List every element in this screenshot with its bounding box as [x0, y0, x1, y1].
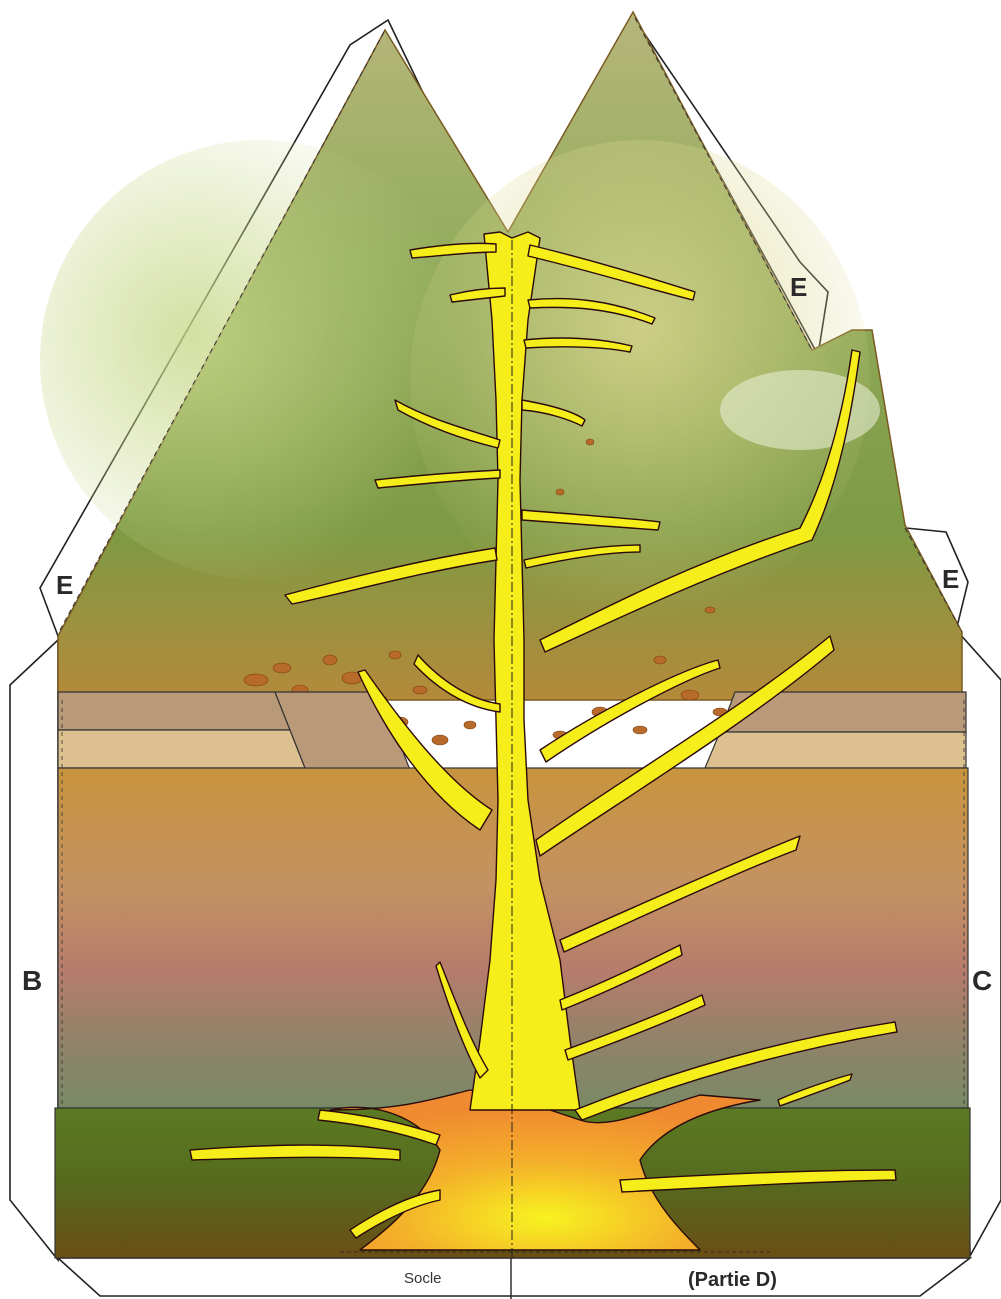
label-base-right: (Partie D): [688, 1269, 777, 1291]
label-base-left: Socle: [404, 1270, 442, 1287]
tab-base: [58, 1258, 970, 1296]
label-side-left: B: [22, 965, 42, 996]
label-edge-left-top: E: [56, 570, 73, 600]
stratum-middle: [58, 730, 305, 768]
tab-side-left: [10, 640, 58, 1260]
label-edge-right-mid: E: [942, 564, 959, 594]
stratum-upper: [58, 692, 290, 730]
label-side-right: C: [972, 965, 992, 996]
stratum-middle-right: [705, 732, 966, 768]
dike-left-lower-1: [190, 1145, 400, 1160]
label-edge-right-top: E: [790, 272, 807, 302]
